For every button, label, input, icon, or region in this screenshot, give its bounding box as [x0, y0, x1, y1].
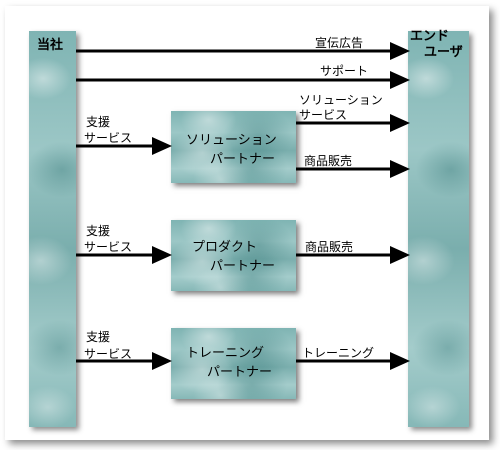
arrow-support-to-product-head	[152, 246, 172, 264]
support-service-3-line1: 支援	[86, 330, 111, 344]
ad-label: 宣伝広告	[315, 36, 364, 50]
product-partner-name-line2: パートナー	[210, 259, 276, 274]
product-partner-box	[171, 220, 296, 291]
end-user-label-line1: エンド	[410, 29, 450, 44]
end-user-label-line2: ユーザ	[424, 45, 463, 60]
solution-partner-box	[171, 111, 296, 183]
end-user-column	[408, 31, 469, 427]
product-partner-name-line1: プロダクト	[192, 240, 258, 255]
support-label: サポート	[320, 64, 369, 78]
arrow-product-sales-head	[390, 246, 410, 264]
arrow-support-head	[390, 71, 410, 89]
support-service-3-line2: サービス	[84, 347, 133, 361]
arrow-ad-head	[390, 42, 410, 60]
training-partner-name-line2: パートナー	[207, 365, 273, 380]
arrow-solution-service-head	[390, 114, 410, 132]
arrow-support-to-training-head	[152, 352, 172, 370]
arrow-solution-sales-head	[390, 160, 410, 178]
company-column	[29, 31, 76, 427]
arrow-support-to-solution-head	[152, 137, 172, 155]
solution-service-label-line1: ソリューション	[299, 93, 383, 107]
company-label: 当社	[37, 38, 64, 53]
product-sales-label: 商品販売	[305, 240, 354, 254]
training-partner-box	[171, 328, 296, 399]
support-service-2-line2: サービス	[84, 240, 133, 254]
training-partner-name-line1: トレーニング	[186, 346, 265, 361]
solution-service-label-line2: サービス	[299, 108, 348, 122]
solution-partner-name-line1: ソリューション	[186, 133, 277, 148]
support-service-1-line1: 支援	[86, 115, 111, 129]
solution-partner-name-line2: パートナー	[210, 152, 276, 167]
solution-sales-label: 商品販売	[304, 154, 353, 168]
support-service-2-line1: 支援	[86, 224, 111, 238]
training-label: トレーニング	[302, 346, 375, 360]
arrow-training-head	[390, 352, 410, 370]
support-service-1-line2: サービス	[84, 131, 133, 145]
